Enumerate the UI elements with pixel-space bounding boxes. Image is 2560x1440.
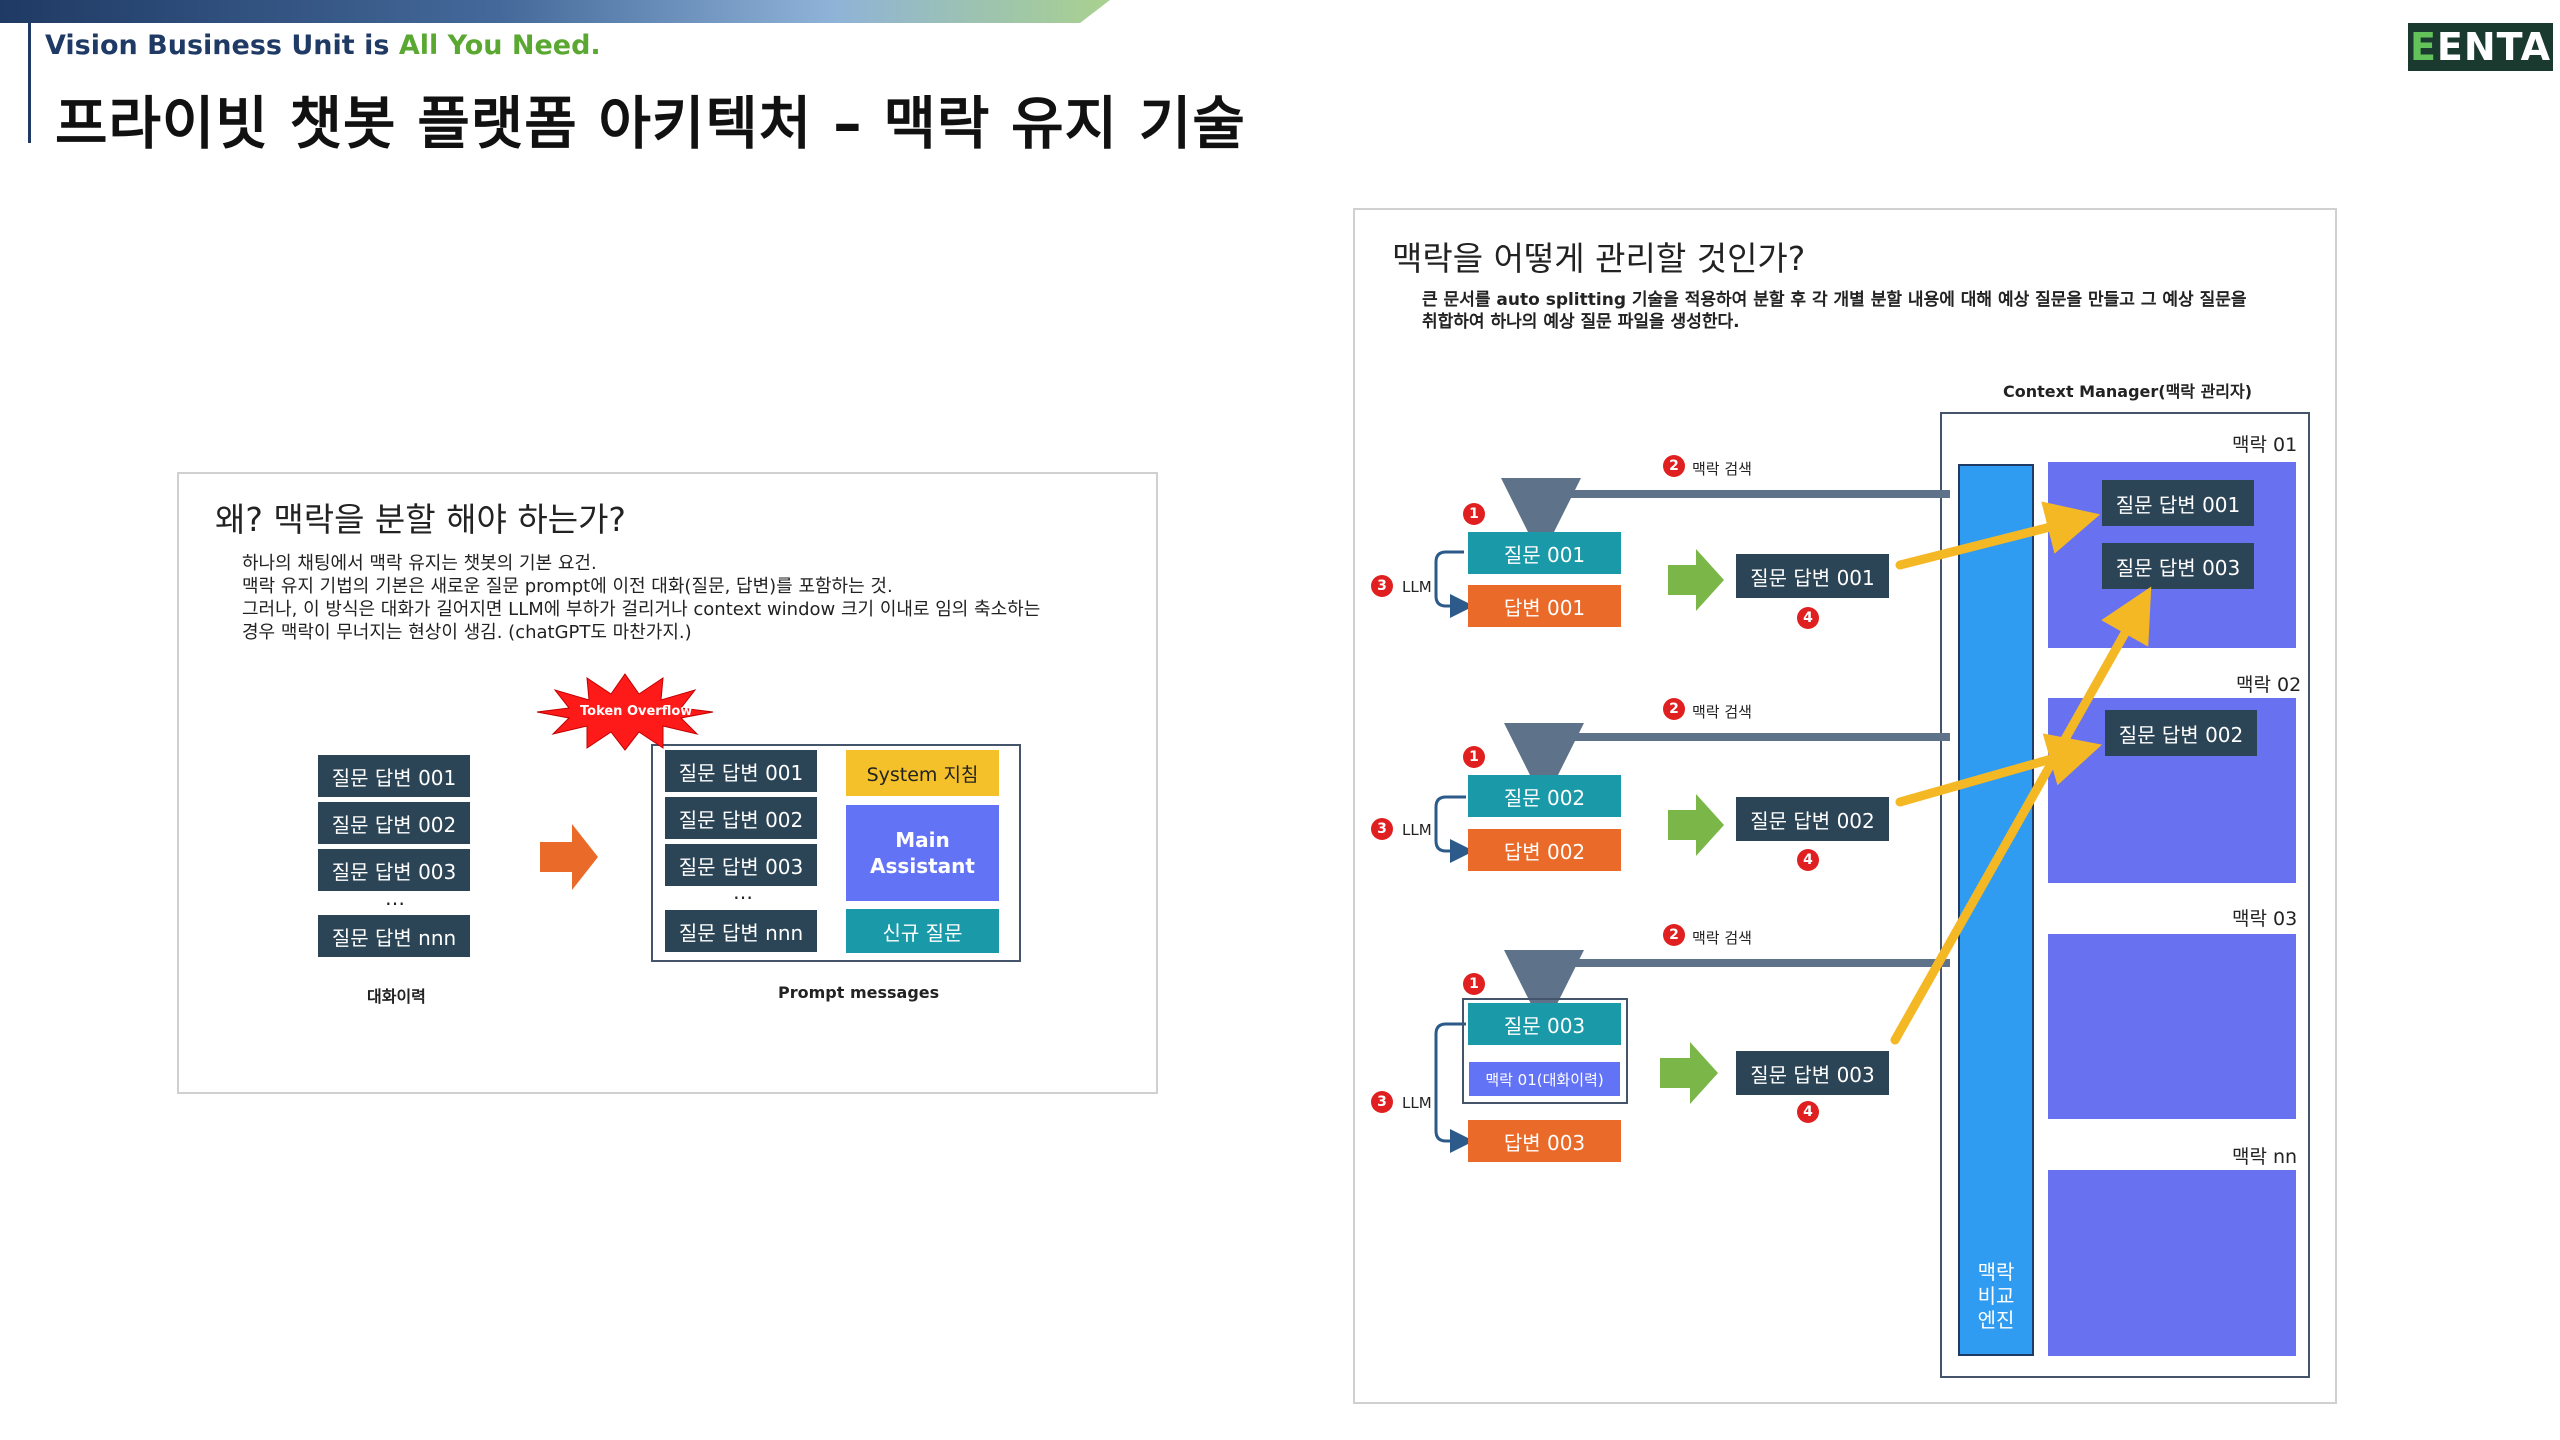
step-badge-1: 1 bbox=[1463, 503, 1485, 525]
step-badge-3: 3 bbox=[1371, 1091, 1393, 1113]
new-question-box: 신규 질문 bbox=[846, 909, 999, 953]
history-item: 질문 답변 002 bbox=[318, 802, 470, 844]
token-overflow-label: Token Overflow bbox=[580, 704, 693, 719]
history-label: 대화이력 bbox=[367, 987, 426, 1006]
result-box: 질문 답변 003 bbox=[1736, 1051, 1889, 1095]
context-block-03 bbox=[2048, 934, 2296, 1119]
answer-box: 답변 003 bbox=[1468, 1120, 1621, 1162]
prompt-item: 질문 답변 003 bbox=[665, 844, 817, 886]
context-search-label: 맥락 검색 bbox=[1692, 703, 1752, 721]
context-block-nn bbox=[2048, 1170, 2296, 1356]
main-assistant-box: Main Assistant bbox=[846, 805, 999, 901]
llm-label: LLM bbox=[1402, 1094, 1432, 1112]
context-label-02: 맥락 02 bbox=[2236, 674, 2302, 696]
result-box: 질문 답변 001 bbox=[1736, 554, 1889, 598]
step-badge-4: 4 bbox=[1797, 607, 1819, 629]
step-badge-4: 4 bbox=[1797, 1101, 1819, 1123]
prompt-item: 질문 답변 001 bbox=[665, 750, 817, 792]
right-panel-description: 큰 문서를 auto splitting 기술을 적용하여 분할 후 각 개별 … bbox=[1422, 290, 2247, 332]
prompt-ellipsis: … bbox=[733, 880, 753, 904]
step-badge-4: 4 bbox=[1797, 849, 1819, 871]
history-item: 질문 답변 nnn bbox=[318, 915, 470, 957]
context-manager-label: Context Manager(맥락 관리자) bbox=[2003, 382, 2253, 401]
header-gradient-bar bbox=[0, 0, 1110, 23]
history-item: 질문 답변 001 bbox=[318, 755, 470, 797]
business-unit-tagline: Vision Business Unit is All You Need. bbox=[45, 30, 601, 61]
header-accent-line bbox=[28, 23, 31, 143]
step-badge-1: 1 bbox=[1463, 746, 1485, 768]
history-item: 질문 답변 003 bbox=[318, 849, 470, 891]
left-panel-title: 왜? 맥락을 분할 해야 하는가? bbox=[215, 500, 626, 539]
context-item: 질문 답변 003 bbox=[2102, 543, 2254, 589]
context-compare-engine: 맥락 비교 엔진 bbox=[1958, 464, 2034, 1356]
prompt-frame bbox=[651, 744, 1021, 962]
context-label-01: 맥락 01 bbox=[2232, 434, 2298, 456]
orange-arrow-icon bbox=[540, 824, 598, 890]
history-ellipsis: … bbox=[385, 886, 405, 910]
token-overflow-burst bbox=[536, 673, 714, 751]
question-box: 질문 003 bbox=[1468, 1003, 1621, 1045]
question-box: 질문 002 bbox=[1468, 775, 1621, 817]
page-title: 프라이빗 챗봇 플랫폼 아키텍처 – 맥락 유지 기술 bbox=[55, 91, 1246, 157]
prompt-item: 질문 답변 nnn bbox=[665, 910, 817, 952]
question-group-frame bbox=[1462, 998, 1628, 1104]
context-history-box: 맥락 01(대화이력) bbox=[1468, 1061, 1621, 1097]
prompt-item: 질문 답변 002 bbox=[665, 797, 817, 839]
answer-box: 답변 002 bbox=[1468, 829, 1621, 871]
context-label-03: 맥락 03 bbox=[2232, 908, 2298, 930]
step-badge-2: 2 bbox=[1663, 924, 1685, 946]
llm-label: LLM bbox=[1402, 578, 1432, 596]
step-badge-3: 3 bbox=[1371, 818, 1393, 840]
context-label-nn: 맥락 nn bbox=[2232, 1146, 2298, 1168]
step-badge-1: 1 bbox=[1463, 973, 1485, 995]
step-badge-2: 2 bbox=[1663, 455, 1685, 477]
llm-label: LLM bbox=[1402, 821, 1432, 839]
prompt-label: Prompt messages bbox=[778, 983, 940, 1002]
question-box: 질문 001 bbox=[1468, 532, 1621, 574]
context-manager-frame bbox=[1940, 412, 2310, 1378]
answer-box: 답변 001 bbox=[1468, 585, 1621, 627]
system-instruction-box: System 지침 bbox=[846, 750, 999, 796]
context-search-label: 맥락 검색 bbox=[1692, 929, 1752, 947]
result-box: 질문 답변 002 bbox=[1736, 797, 1889, 841]
context-search-label: 맥락 검색 bbox=[1692, 460, 1752, 478]
company-logo: EENTA bbox=[2408, 23, 2553, 71]
context-item: 질문 답변 002 bbox=[2105, 710, 2257, 756]
left-panel-description: 하나의 채팅에서 맥락 유지는 챗봇의 기본 요건. 맥락 유지 기법의 기본은… bbox=[242, 553, 1041, 643]
step-badge-3: 3 bbox=[1371, 575, 1393, 597]
right-panel-title: 맥락을 어떻게 관리할 것인가? bbox=[1392, 239, 1806, 278]
step-badge-2: 2 bbox=[1663, 698, 1685, 720]
context-item: 질문 답변 001 bbox=[2102, 480, 2254, 526]
